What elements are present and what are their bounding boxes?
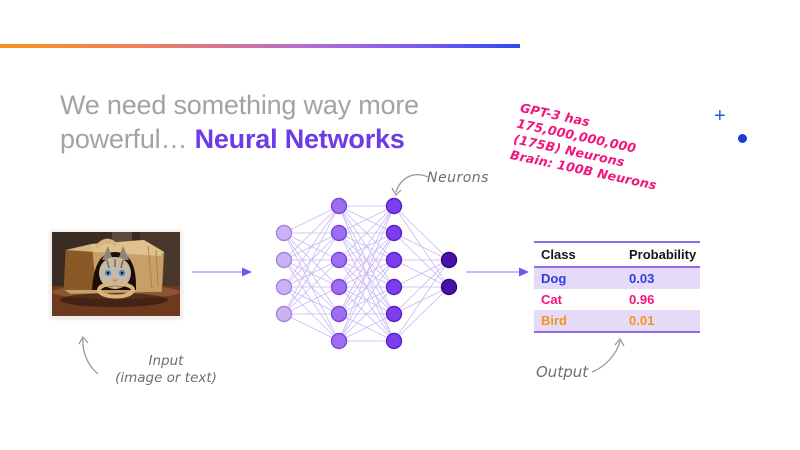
- handwritten-note-gpt3: GPT-3 has 175,000,000,000 (175B) Neurons…: [509, 100, 708, 202]
- input-to-network-arrow: [192, 267, 252, 277]
- neuron-node: [385, 251, 403, 269]
- title-highlight: Neural Networks: [194, 124, 405, 154]
- table-row-dog: Dog 0.03: [534, 268, 700, 289]
- blue-dot: [738, 134, 747, 143]
- output-table: Class Probability Dog 0.03 Cat 0.96 Bird…: [534, 241, 700, 333]
- title-line1: We need something way more: [60, 90, 419, 120]
- neuron-node: [385, 224, 403, 242]
- title-line2: powerful… Neural Networks: [60, 122, 419, 156]
- title-line2-prefix: powerful…: [60, 124, 195, 154]
- neuron-node: [385, 332, 403, 350]
- page-title: We need something way more powerful… Neu…: [60, 88, 419, 156]
- neuron-node: [330, 251, 348, 269]
- neuron-node: [275, 278, 293, 296]
- network-to-output-arrow: [466, 267, 529, 277]
- table-header-row: Class Probability: [534, 241, 700, 268]
- neuron-node: [275, 251, 293, 269]
- cat-photo-illustration: [52, 232, 180, 316]
- input-image-cat-in-bag: [50, 230, 182, 318]
- neuron-node: [330, 332, 348, 350]
- neuron-node: [330, 224, 348, 242]
- input-pointer-arrow: [78, 335, 99, 375]
- neuron-node: [275, 305, 293, 323]
- output-pointer-arrow: [591, 337, 625, 373]
- neurons-label: Neurons: [427, 170, 489, 186]
- table-header-class: Class: [541, 247, 576, 262]
- neuron-node: [385, 197, 403, 215]
- network-svg: [275, 197, 458, 350]
- input-label-line2: (image or text): [115, 370, 217, 386]
- probability-cell: 0.03: [629, 271, 655, 286]
- class-cell: Dog: [541, 271, 567, 286]
- input-label: Input (image or text): [96, 353, 236, 387]
- neuron-node: [385, 278, 403, 296]
- neuron-node: [275, 224, 293, 242]
- table-row-bird: Bird 0.01: [534, 310, 700, 333]
- table-header-probability: Probability: [629, 247, 697, 262]
- input-label-line1: Input: [148, 353, 184, 369]
- plus-icon: +: [714, 105, 726, 127]
- class-cell: Cat: [541, 292, 562, 307]
- neuron-node: [330, 278, 348, 296]
- neuron-node: [330, 197, 348, 215]
- neurons-pointer-arrow: [391, 174, 429, 197]
- table-row-cat: Cat 0.96: [534, 289, 700, 310]
- accent-gradient-bar: [0, 44, 520, 48]
- neuron-node: [440, 278, 458, 296]
- neuron-node: [385, 305, 403, 323]
- neuron-node: [330, 305, 348, 323]
- probability-cell: 0.96: [629, 292, 655, 307]
- neuron-node: [440, 251, 458, 269]
- probability-cell: 0.01: [629, 313, 655, 328]
- class-cell: Bird: [541, 313, 567, 328]
- output-label: Output: [536, 363, 589, 381]
